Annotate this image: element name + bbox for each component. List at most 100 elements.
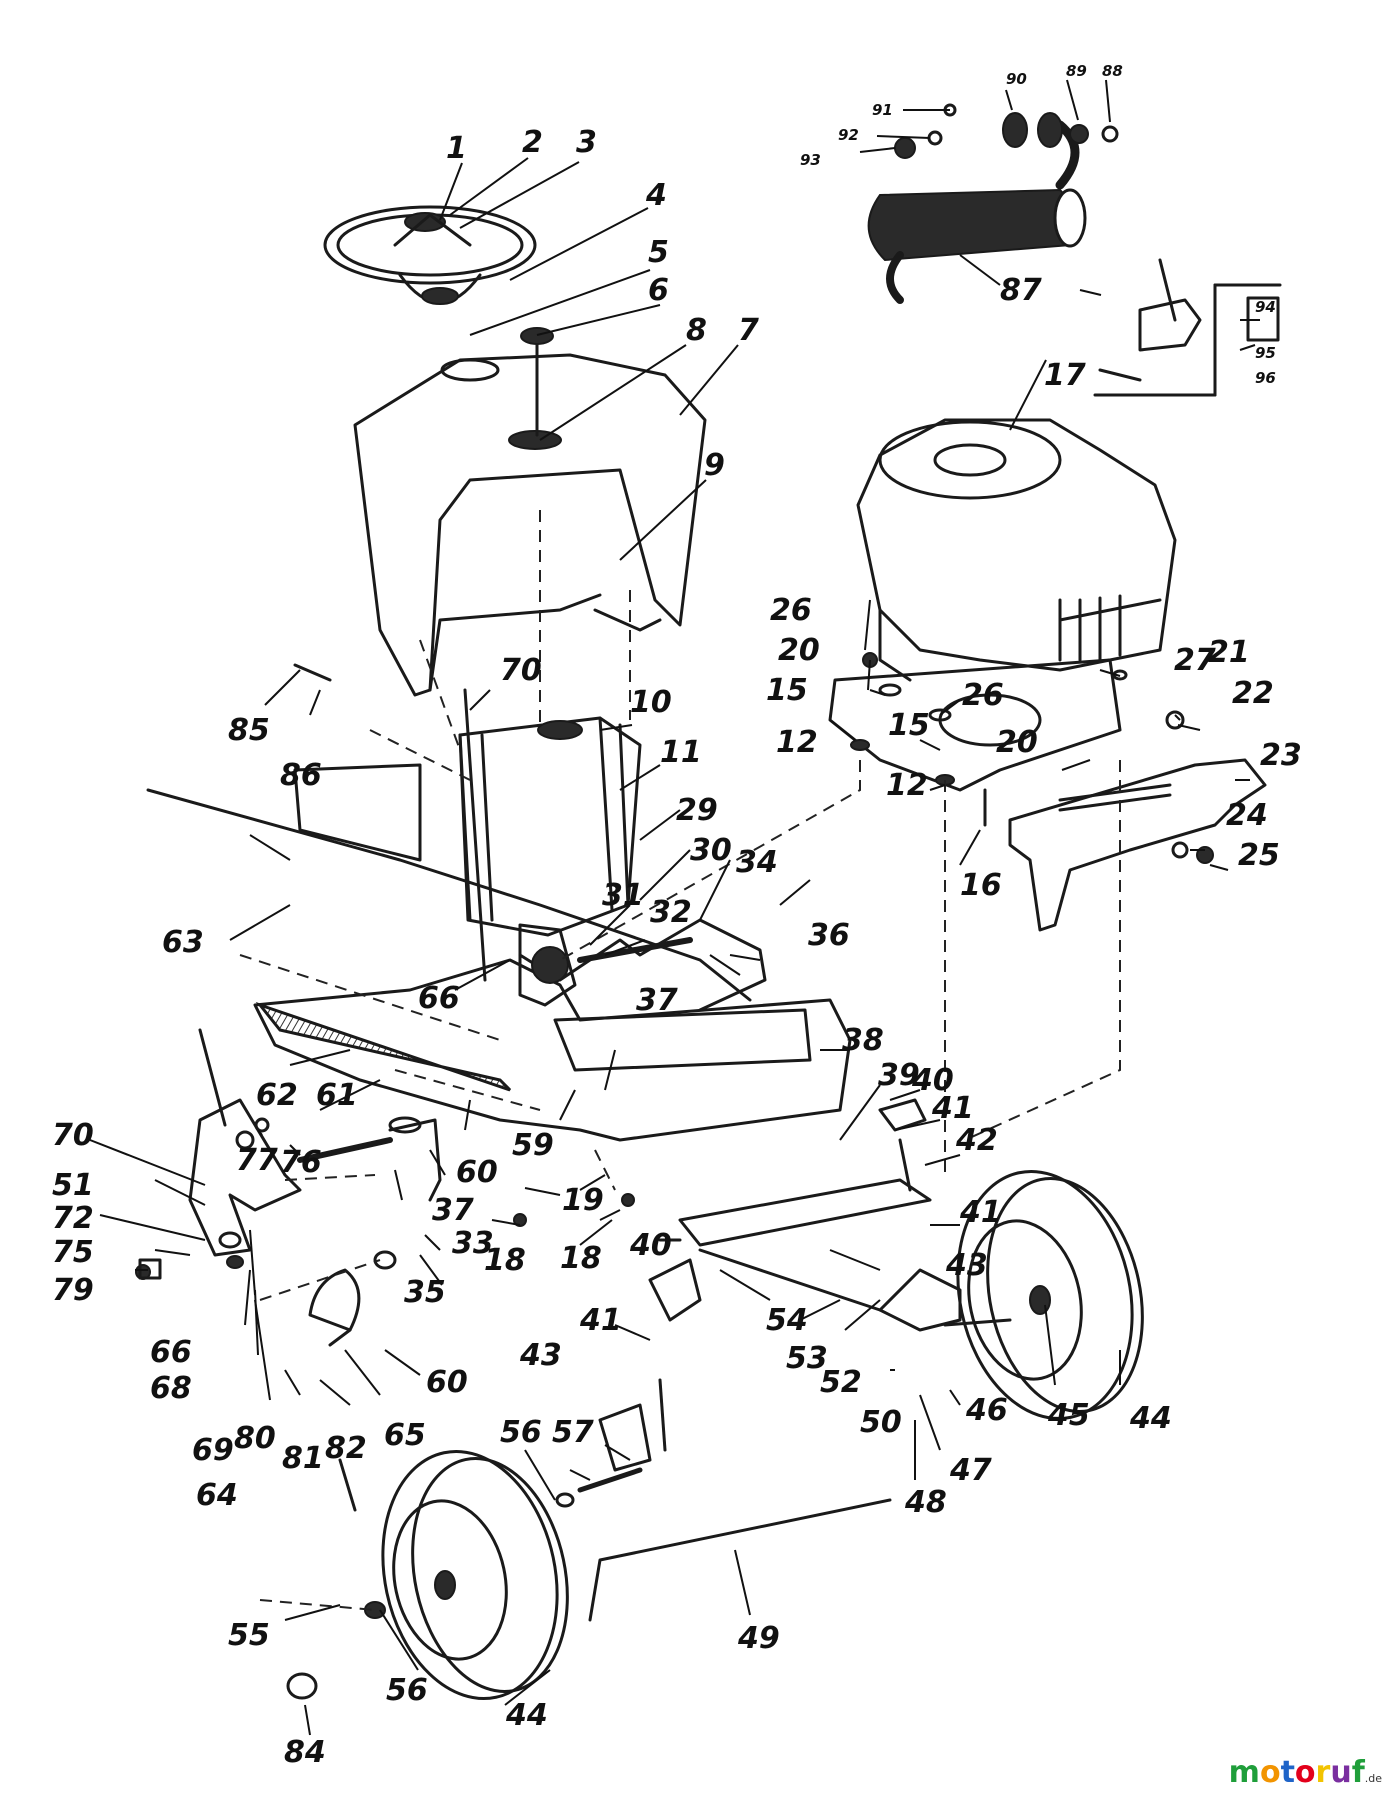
part-label: 75 — [52, 1235, 94, 1270]
part-label: 27 — [1174, 643, 1216, 678]
part-label: 40 — [629, 1228, 672, 1263]
part-label: 41 — [579, 1303, 622, 1338]
part-label: 48 — [904, 1485, 947, 1520]
part-label: 18 — [484, 1243, 526, 1278]
part-label: 24 — [1226, 798, 1268, 833]
part-labels: 1 2 3 4 5 6 8 7 9 10 11 29 30 31 32 34 3… — [52, 62, 1302, 1770]
part-label: 35 — [404, 1275, 446, 1310]
steering-shaft-rear — [297, 1116, 442, 1202]
part-label: 21 — [1208, 635, 1250, 670]
part-label: 30 — [690, 833, 732, 868]
part-label: 20 — [996, 725, 1038, 760]
part-label: 42 — [955, 1123, 998, 1158]
part-label: 19 — [562, 1183, 604, 1218]
part-label: 15 — [888, 708, 930, 743]
part-label: 41 — [931, 1091, 974, 1126]
part-label: 10 — [630, 685, 672, 720]
part-label: 29 — [676, 793, 718, 828]
part-label: 44 — [505, 1698, 548, 1733]
part-label: 57 — [552, 1415, 594, 1450]
part-label: 39 — [878, 1058, 920, 1093]
steering-gear-bracket — [188, 1098, 302, 1257]
part-label: 85 — [228, 713, 270, 748]
part-label: 60 — [426, 1365, 468, 1400]
part-label: 56 — [500, 1415, 542, 1450]
part-label: 50 — [860, 1405, 902, 1440]
part-label: 93 — [800, 151, 821, 169]
part-label: 36 — [808, 918, 850, 953]
part-label: 46 — [965, 1393, 1008, 1428]
part-label: 26 — [962, 678, 1004, 713]
sector-gear — [218, 1231, 397, 1347]
part-label: 18 — [560, 1241, 602, 1276]
part-label: 11 — [660, 735, 702, 770]
part-label: 96 — [1255, 369, 1276, 387]
part-label: 87 — [1000, 273, 1042, 308]
part-label: 91 — [872, 101, 893, 119]
rear-bracket — [1008, 758, 1267, 932]
part-label: 37 — [432, 1193, 474, 1228]
part-label: 3 — [576, 125, 597, 160]
part-label: 44 — [1129, 1401, 1172, 1436]
part-label: 86 — [280, 758, 322, 793]
part-label: 49 — [737, 1621, 780, 1656]
assembly-lines — [239, 510, 1121, 1611]
part-label: 37 — [636, 983, 678, 1018]
part-label: 69 — [192, 1433, 234, 1468]
front-right-wheel — [956, 1169, 1144, 1421]
part-label: 61 — [316, 1078, 358, 1113]
part-label: 9 — [704, 448, 725, 483]
part-label: 31 — [602, 878, 644, 913]
part-label: 12 — [776, 725, 818, 760]
part-label: 82 — [325, 1431, 367, 1466]
part-label: 33 — [452, 1226, 494, 1261]
part-label: 43 — [945, 1248, 988, 1283]
part-label: 92 — [838, 126, 859, 144]
part-label: 81 — [282, 1441, 324, 1476]
leader-lines — [89, 79, 1260, 1736]
part-label: 63 — [162, 925, 204, 960]
part-label: 17 — [1044, 358, 1086, 393]
part-label: 94 — [1255, 298, 1276, 316]
part-label: 77 — [236, 1143, 278, 1178]
part-label: 43 — [519, 1338, 562, 1373]
chassis-frame — [146, 763, 852, 1142]
part-label: 90 — [1006, 70, 1027, 88]
inset-detail — [1093, 258, 1282, 397]
logo-letter: r — [1315, 1755, 1331, 1790]
part-label: 68 — [150, 1371, 192, 1406]
part-label: 4 — [645, 178, 667, 213]
muffler-hardware — [894, 103, 1119, 159]
part-label: 5 — [648, 235, 669, 270]
part-label: 60 — [456, 1155, 498, 1190]
spindle-left — [577, 1378, 667, 1493]
part-label: 52 — [820, 1365, 862, 1400]
part-label: 79 — [52, 1273, 94, 1308]
part-label: 2 — [522, 125, 543, 160]
logo-letter: o — [1294, 1755, 1316, 1790]
part-label: 95 — [1255, 344, 1276, 362]
part-label: 8 — [686, 313, 707, 348]
part-label: 88 — [1102, 62, 1123, 80]
part-label: 7 — [738, 313, 759, 348]
logo-letter: u — [1330, 1755, 1352, 1790]
part-label: 65 — [384, 1418, 426, 1453]
part-label: 55 — [228, 1618, 270, 1653]
part-label: 1 — [446, 131, 467, 166]
part-label: 76 — [280, 1145, 322, 1180]
part-label: 25 — [1238, 838, 1280, 873]
part-label: 62 — [256, 1078, 298, 1113]
part-label: 66 — [150, 1335, 192, 1370]
part-label: 6 — [648, 273, 669, 308]
part-label: 26 — [770, 593, 812, 628]
part-label: 64 — [196, 1478, 238, 1513]
part-label: 72 — [52, 1201, 94, 1236]
part-label: 53 — [786, 1341, 828, 1376]
logo-letter: f — [1351, 1755, 1365, 1790]
muffler — [867, 120, 1087, 304]
part-label: 34 — [736, 845, 778, 880]
logo-letter: t — [1280, 1755, 1295, 1790]
part-label: 84 — [284, 1735, 326, 1770]
part-label: 22 — [1232, 676, 1274, 711]
